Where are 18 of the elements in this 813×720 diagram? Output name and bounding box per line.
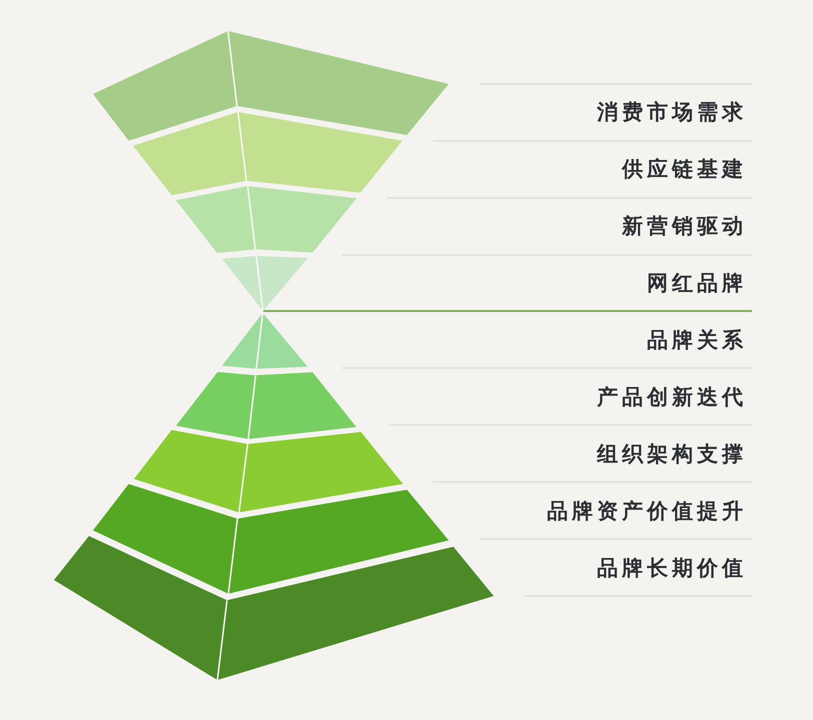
layer-label: 品牌关系	[647, 327, 747, 354]
pyramid-layer	[222, 313, 308, 369]
layer-label: 新营销驱动	[622, 213, 747, 240]
layer-label: 网红品牌	[647, 270, 747, 297]
layer-label: 消费市场需求	[597, 99, 747, 126]
pyramid-layer	[176, 372, 356, 439]
layer-label: 产品创新迭代	[597, 384, 747, 411]
layer-label: 品牌长期价值	[597, 555, 747, 582]
pyramid-layer	[134, 430, 403, 513]
pyramid-layer	[222, 256, 308, 311]
pyramid-layer	[176, 186, 356, 253]
pyramid-layer	[133, 112, 403, 196]
pyramid-layer	[93, 31, 449, 141]
layer-label: 供应链基建	[622, 156, 747, 183]
pyramid-layer	[93, 484, 449, 594]
pyramid-layer	[54, 536, 494, 680]
layer-label: 组织架构支撑	[597, 441, 747, 468]
layer-label: 品牌资产价值提升	[547, 498, 747, 525]
